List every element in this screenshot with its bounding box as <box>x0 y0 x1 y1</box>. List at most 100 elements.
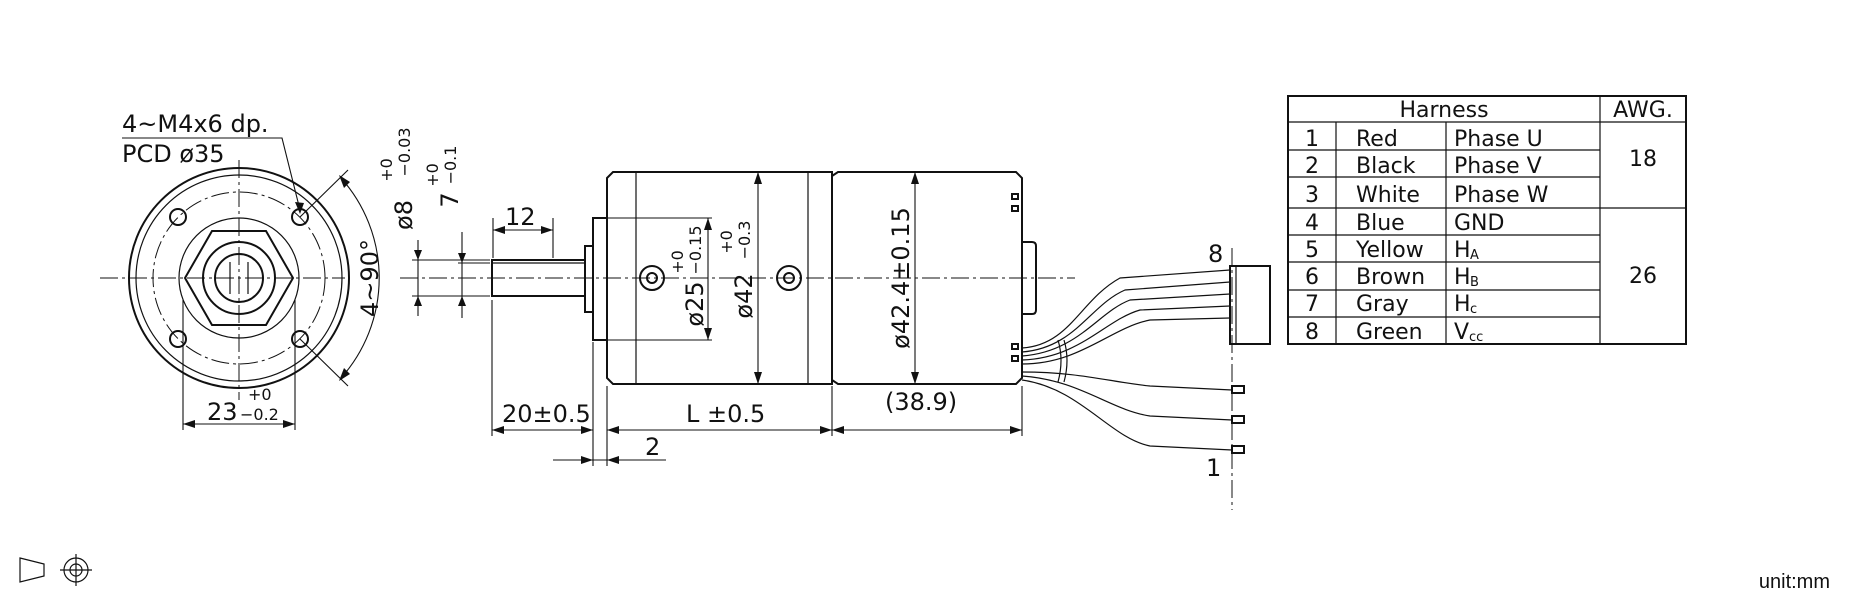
gearbox-screw-1 <box>639 265 665 291</box>
front-width-tol-upper: +0 <box>248 385 272 404</box>
wire-8 <box>1021 379 1233 451</box>
wire-5 <box>1021 317 1231 365</box>
shaft-dia-arrow-top <box>414 250 422 260</box>
front-angle-arrow-bottom <box>339 368 350 381</box>
motor-dia-value: ø42.4±0.15 <box>887 207 915 349</box>
motor-dia-arrow-bottom <box>911 372 919 384</box>
harness-row: 8 Green V cc <box>1305 320 1483 345</box>
harness-wire-color: Green <box>1356 320 1423 345</box>
pilot-dia-arrow-top <box>704 218 712 230</box>
flat-value: 7 <box>436 192 464 207</box>
harness-wire-color: Blue <box>1356 211 1405 236</box>
motor-rear-cap <box>1022 241 1037 315</box>
harness-row: 5 Yellow H A <box>1305 238 1479 263</box>
wire-3 <box>1021 293 1231 357</box>
front-shaft <box>214 253 264 303</box>
gear-len-arrow-left <box>607 426 619 434</box>
pilot-len-arrow-right <box>607 456 619 464</box>
wire-6 <box>1021 371 1233 391</box>
motor-tab-3 <box>1011 343 1019 350</box>
front-thread-arrow <box>295 202 304 214</box>
harness-wire-color: Gray <box>1356 292 1409 317</box>
harness-signal-subscript: cc <box>1469 330 1483 345</box>
harness-row-number: 4 <box>1305 211 1319 236</box>
pilot-len-value: 2 <box>645 433 660 461</box>
harness-signal: Phase V <box>1454 154 1542 179</box>
gearbox-screw-2-socket <box>783 272 795 284</box>
front-thread-note: 4~M4x6 dp. <box>122 110 269 138</box>
front-mount-hole-4 <box>291 330 309 348</box>
harness-row-number: 1 <box>1305 127 1319 152</box>
awg-power-value: 18 <box>1629 147 1657 172</box>
front-boss-circle <box>178 217 300 339</box>
shaft-dia-tol-upper: +0 <box>377 158 396 182</box>
front-width-tol-lower: −0.2 <box>240 405 279 424</box>
front-outer-inner-circle <box>135 174 343 382</box>
terminal-pin-c <box>1231 445 1245 454</box>
pin-label-bottom: 1 <box>1206 454 1221 482</box>
front-width-value: 23 <box>207 398 238 426</box>
harness-signal: H <box>1454 238 1471 263</box>
front-angle-ext-1 <box>299 169 349 218</box>
unit-label: unit:mm <box>1759 571 1830 593</box>
harness-row: 1 Red Phase U <box>1305 127 1543 152</box>
motor-len-arrow-left <box>832 426 844 434</box>
front-width-arrow-right <box>283 420 295 428</box>
gear-dia-tol-upper: +0 <box>717 230 736 254</box>
gear-dia-value: ø42 <box>730 273 758 318</box>
shaft-dia-arrow-bottom <box>414 296 422 306</box>
front-width-arrow-left <box>183 420 195 428</box>
harness-awg-header: AWG. <box>1613 98 1673 123</box>
pilot-dia-tol-upper: +0 <box>668 250 687 274</box>
flat-tol-lower: −0.1 <box>441 146 460 185</box>
harness-row: 7 Gray H c <box>1305 292 1477 317</box>
terminal-pin-a <box>1231 385 1245 394</box>
wire-7 <box>1021 375 1233 421</box>
gearbox-body <box>606 171 833 385</box>
wire-2 <box>1021 281 1231 353</box>
harness-signal-subscript: B <box>1470 275 1479 290</box>
shaft-dia-value: ø8 <box>390 200 418 230</box>
front-thread-leader <box>122 137 301 211</box>
shaft-len-value: 20±0.5 <box>502 400 591 428</box>
shaft-len-arrow-left <box>492 426 504 434</box>
harness-row-number: 7 <box>1305 292 1319 317</box>
gear-len-arrow-right <box>820 426 832 434</box>
motor-tab-4 <box>1011 355 1019 362</box>
terminal-pin-b <box>1231 415 1245 424</box>
harness-header-label: Harness <box>1399 98 1488 123</box>
front-angle-arrow-top <box>339 175 350 188</box>
wire-connector <box>1229 265 1271 345</box>
front-angle-arc <box>340 177 380 379</box>
front-hex-boss <box>183 230 295 326</box>
harness-signal: GND <box>1454 211 1504 236</box>
wire-4 <box>1021 305 1231 361</box>
key-length-value: 12 <box>505 203 536 231</box>
side-view: ø8 +0 −0.03 7 +0 −0.1 12 <box>377 127 1271 510</box>
harness-row: 4 Blue GND <box>1305 211 1504 236</box>
harness-signal: Phase W <box>1454 183 1549 208</box>
motor-dia-arrow-top <box>911 172 919 184</box>
gear-dia-arrow-top <box>754 172 762 184</box>
pin-label-top: 8 <box>1208 240 1223 268</box>
harness-table-border <box>1287 95 1687 345</box>
awg-signal-value: 26 <box>1629 264 1657 289</box>
pilot-dia-arrow-bottom <box>704 328 712 340</box>
front-mount-hole-1 <box>169 208 187 226</box>
front-shaft-flat <box>229 262 249 294</box>
pilot-len-arrow-left <box>581 456 593 464</box>
wire-break-1 <box>1057 339 1062 383</box>
harness-signal-subscript: A <box>1470 248 1479 263</box>
front-pcd-note: PCD ø35 <box>122 140 225 168</box>
harness-row: 6 Brown H B <box>1305 265 1479 290</box>
harness-wire-color: Brown <box>1356 265 1425 290</box>
harness-signal: H <box>1454 265 1471 290</box>
harness-signal-subscript: c <box>1470 302 1477 317</box>
gearbox-screw-1-socket <box>646 272 658 284</box>
gear-len-value: L ±0.5 <box>686 400 765 428</box>
gear-dia-arrow-bottom <box>754 372 762 384</box>
wire-1 <box>1021 269 1231 349</box>
motor-len-arrow-right <box>1010 426 1022 434</box>
harness-row-number: 5 <box>1305 238 1319 263</box>
front-view: 4~M4x6 dp. PCD ø35 4~90° 23 +0 −0.2 <box>100 110 384 430</box>
